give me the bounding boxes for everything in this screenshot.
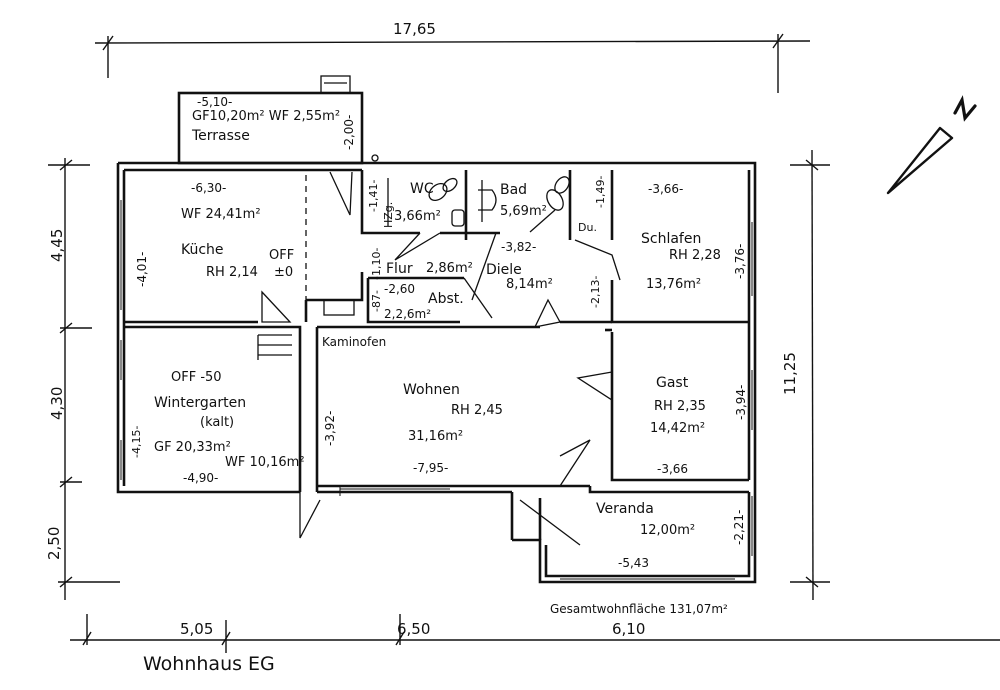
gast-height: RH 2,35: [654, 399, 706, 414]
north-arrow-icon: [886, 95, 977, 195]
dimension-right-total: 11,25: [781, 352, 799, 395]
shower-label: Du.: [578, 221, 597, 234]
kueche-name: Küche: [181, 242, 224, 258]
flur-name: Flur: [386, 261, 413, 277]
wintergarten-name: Wintergarten: [154, 395, 247, 411]
drawing-title: Wohnhaus EG: [143, 653, 275, 675]
dimension-top: [94, 33, 811, 93]
total-living-area: Gesamtwohnfläche 131,07m²: [550, 602, 728, 616]
wintergarten-gf: GF 20,33m²: [154, 440, 231, 455]
dimension-left-2: 4,30: [48, 386, 66, 420]
schlafen-width: -3,66-: [648, 182, 684, 196]
bad-depth: -1,49-: [594, 175, 607, 208]
terrasse-depth: -2,00-: [342, 114, 356, 150]
dimension-left-1: 4,45: [48, 228, 66, 262]
flur-area: 2,86m²: [426, 261, 473, 276]
wintergarten-off: OFF -50: [171, 370, 222, 385]
kueche-width: -6,30-: [191, 181, 227, 195]
wc-depth: -1,41-: [367, 179, 380, 212]
dimension-right: [790, 149, 830, 601]
veranda-area: 12,00m²: [640, 523, 696, 538]
door-swings: [261, 171, 621, 546]
schlafen-height: RH 2,28: [669, 248, 721, 263]
bad-name: Bad: [500, 182, 528, 198]
abst-name: Abst.: [428, 291, 464, 307]
kueche-off-label: OFF: [269, 248, 295, 263]
kueche-depth: -4,01-: [135, 251, 149, 287]
veranda-width: -5,43: [618, 556, 650, 570]
dimension-bottom-3: 6,10: [612, 620, 646, 638]
terrasse-width: -5,10-: [197, 95, 233, 109]
diele-depth: -2,13-: [589, 275, 602, 308]
diele-name: Diele: [486, 262, 522, 278]
wc-area: 3,66m²: [394, 209, 441, 224]
veranda-depth: -2,21-: [732, 509, 746, 545]
terrasse-name: Terrasse: [192, 128, 250, 144]
windows: [117, 200, 756, 583]
flur-depth: -1,10-: [370, 247, 383, 280]
veranda-name: Veranda: [596, 501, 654, 517]
abst-area: 2,2,6m²: [384, 307, 432, 321]
schlafen-depth: -3,76-: [733, 243, 747, 279]
kueche-area: WF 24,41m²: [181, 207, 261, 222]
kueche-height: RH 2,14: [206, 265, 258, 280]
gast-name: Gast: [656, 375, 689, 391]
wintergarten-depth: -4,15-: [130, 425, 143, 458]
abst-width: -2,60: [384, 282, 416, 296]
dimension-bottom: [70, 614, 1000, 653]
diele-area: 8,14m²: [506, 277, 553, 292]
wintergarten-width: -4,90-: [183, 471, 219, 485]
gast-depth: -3,94-: [734, 384, 748, 420]
terrasse-area: GF10,20m² WF 2,55m²: [192, 109, 341, 124]
gast-width: -3,66: [657, 462, 689, 476]
bad-area: 5,69m²: [500, 204, 547, 219]
wintergarten-wf: WF 10,16m²: [225, 455, 305, 470]
wohnen-depth: -3,92-: [323, 410, 337, 446]
wc-name: WC: [410, 181, 434, 197]
abst-depth: -87-: [370, 290, 383, 312]
fireplace-label: Kaminofen: [322, 335, 387, 349]
schlafen-name: Schlafen: [641, 231, 702, 247]
wohnen-name: Wohnen: [403, 382, 460, 398]
kueche-off-value: ±0: [274, 265, 294, 280]
gast-area: 14,42m²: [650, 421, 706, 436]
bad-width: -3,82-: [501, 240, 537, 254]
schlafen-area: 13,76m²: [646, 277, 702, 292]
dimension-left-3: 2,50: [45, 526, 63, 560]
wohnen-area: 31,16m²: [408, 429, 464, 444]
dimension-top-total: 17,65: [393, 20, 436, 38]
dimension-bottom-2: 6,50: [397, 620, 431, 638]
fixtures: [257, 154, 570, 360]
dimension-left: [48, 158, 120, 600]
wohnen-height: RH 2,45: [451, 403, 503, 418]
wohnen-width: -7,95-: [413, 461, 449, 475]
wc-heating-label: HZg.: [382, 201, 395, 228]
dimension-bottom-1: 5,05: [180, 620, 214, 638]
wintergarten-note: (kalt): [200, 415, 235, 430]
